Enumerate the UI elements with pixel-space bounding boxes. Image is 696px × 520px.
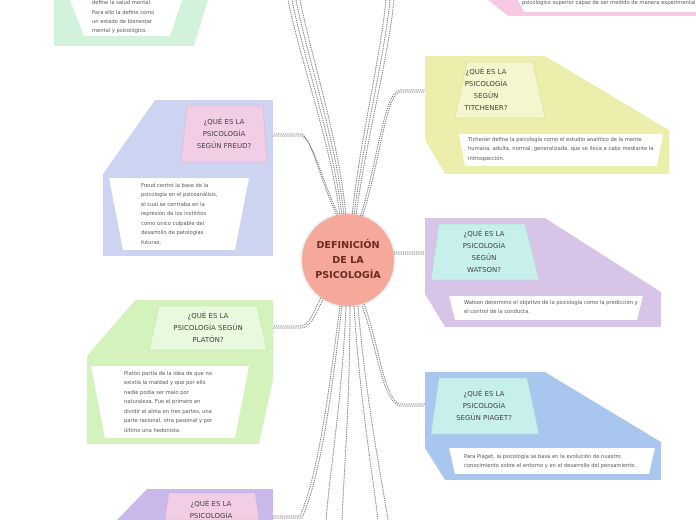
panel-titchener: [425, 56, 669, 174]
connector-piaget: [363, 303, 442, 405]
central-topic[interactable]: DEFINICIÓN DE LA PSICOLOGÍA: [302, 214, 394, 306]
top-right-desc: psicológico superior capaz de ser medido…: [522, 0, 696, 7]
connector-bottom: [325, 305, 347, 520]
panel-top-left: [54, 0, 208, 46]
connector-freud: [258, 133, 339, 219]
panel-top-right: [488, 0, 696, 16]
platon-desc: Platón partía de la idea de que no exist…: [124, 371, 213, 434]
piaget-desc: Para Piaget, la psicología se basa en la…: [464, 453, 637, 469]
platon-title[interactable]: ¿QUÉ ES LA PSICOLOGÍA SEGÚN PLATÓN?: [173, 312, 243, 344]
freud-title[interactable]: ¿QUÉ ES LA PSICOLOGÍA SEGÚN FREUD?: [196, 118, 252, 150]
watson-title[interactable]: ¿QUÉ ES LA PSICOLOGÍA SEGÚN WATSON?: [462, 230, 506, 274]
panel-bottom-left: [117, 489, 273, 520]
connector-bottom-left: [258, 305, 341, 517]
top-left-desc: define la salud mental. Para ello la def…: [92, 0, 155, 35]
bottom-left-title[interactable]: ¿QUÉ ES LA PSICOLOGÍA: [189, 500, 233, 520]
panel-platon: [87, 300, 273, 444]
connector-titchener: [359, 89, 442, 219]
freud-desc: Freud centró la base de la psicología en…: [141, 183, 218, 246]
titchener-desc: Tichener define la psicología como el es…: [468, 136, 654, 162]
connector-platon: [258, 295, 323, 327]
central-topic-line-3: PSICOLOGÍA: [315, 269, 381, 281]
panel-freud: [103, 100, 273, 256]
titchener-title[interactable]: ¿QUÉ ES LA PSICOLOGÍA SEGÚN TITCHENER?: [464, 68, 508, 112]
panel-watson: [425, 218, 661, 327]
connector-top-right: [351, 0, 387, 217]
piaget-title[interactable]: ¿QUÉ ES LA PSICOLOGÍA SEGÚN PIAGET?: [456, 390, 512, 422]
panel-piaget: [425, 372, 661, 480]
central-topic-line-2: DE LA: [332, 254, 364, 266]
central-topic-line-1: DEFINICIÓN: [316, 239, 380, 251]
watson-desc: Watson determinó el objetivo de la psico…: [464, 299, 638, 315]
connector-top-left: [287, 0, 341, 217]
